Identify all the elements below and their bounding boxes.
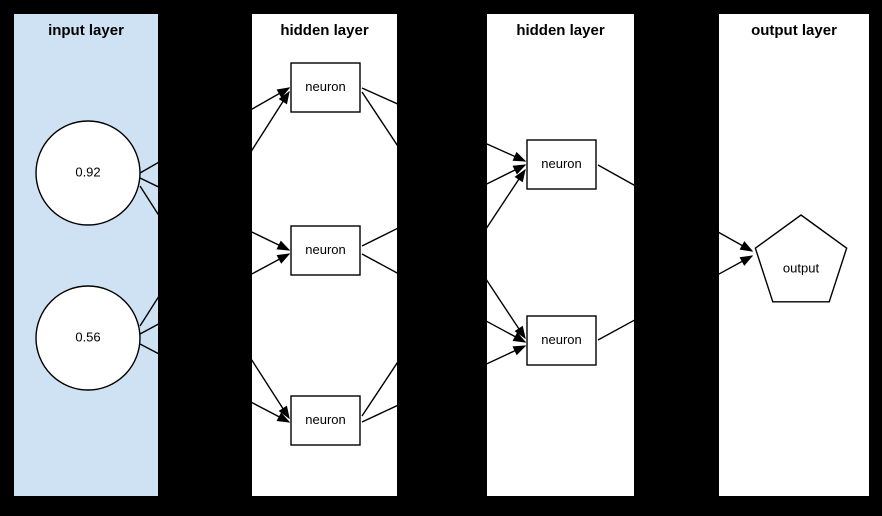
node-group-hidden-layer-1: neuron neuron neuron bbox=[290, 62, 361, 446]
edge-input.0-to-hidden1.0 bbox=[252, 87, 291, 110]
edge-hidden1.1-to-hidden2.0 bbox=[487, 164, 527, 185]
layer-panel-hidden-layer-2: hidden layer neuron neuron bbox=[487, 14, 634, 496]
edge-hidden1.2-to-hidden2.0 bbox=[487, 168, 526, 229]
layer-title-input-layer: input layer bbox=[48, 22, 124, 39]
layer-title-hidden-layer-2: hidden layer bbox=[516, 22, 605, 39]
node-group-output-layer: output bbox=[754, 214, 848, 303]
edge-input.1-to-hidden1.0 bbox=[139, 296, 158, 327]
edge-hidden1.2-to-hidden2.1 bbox=[487, 345, 527, 365]
edge-group-hidden-layer-2 bbox=[487, 143, 634, 365]
layer-panel-output-layer: output layer output bbox=[719, 14, 869, 496]
edge-group-hidden-layer-1 bbox=[252, 87, 397, 423]
node-label: neuron bbox=[305, 412, 345, 427]
node-group-input-layer: 0.92 0.56 bbox=[35, 120, 141, 391]
edge-group-output-layer bbox=[719, 231, 754, 275]
edge-input.0-to-hidden1.1 bbox=[139, 177, 158, 188]
node-label: neuron bbox=[541, 332, 581, 347]
edge-hidden1.1-to-hidden2.1 bbox=[361, 253, 397, 274]
layer-panel-input-layer: input layer 0.92 0.56 bbox=[14, 14, 158, 496]
node-label: neuron bbox=[305, 242, 345, 257]
edge-input.1-to-hidden1.0 bbox=[252, 90, 290, 152]
node-label: neuron bbox=[305, 79, 345, 94]
node-group-hidden-layer-2: neuron neuron bbox=[526, 139, 597, 366]
edge-hidden1.0-to-hidden2.1 bbox=[361, 91, 397, 147]
edge-input.1-to-hidden1.2 bbox=[252, 401, 291, 423]
edge-hidden1.0-to-hidden2.0 bbox=[361, 87, 397, 105]
edge-hidden1.1-to-hidden2.1 bbox=[487, 320, 527, 343]
edge-input.0-to-hidden1.0 bbox=[139, 161, 158, 174]
edge-hidden1.2-to-hidden2.1 bbox=[361, 404, 397, 423]
node-label: 0.92 bbox=[75, 164, 100, 179]
node-output-layer-0[interactable]: output bbox=[754, 214, 848, 303]
edge-input.0-to-hidden1.2 bbox=[252, 359, 290, 420]
node-hidden-layer-2-0[interactable]: neuron bbox=[526, 139, 597, 190]
edge-hidden2.1-to-output.0 bbox=[597, 319, 634, 341]
node-label: 0.56 bbox=[75, 329, 100, 344]
edge-hidden1.1-to-hidden2.0 bbox=[361, 227, 397, 247]
edge-input.0-to-hidden1.2 bbox=[139, 185, 158, 216]
edge-hidden1.2-to-hidden2.0 bbox=[361, 361, 397, 417]
layer-title-output-layer: output layer bbox=[751, 22, 837, 39]
edge-input.1-to-hidden1.1 bbox=[252, 253, 291, 275]
node-hidden-layer-1-0[interactable]: neuron bbox=[290, 62, 361, 113]
edge-input.0-to-hidden1.1 bbox=[252, 231, 291, 251]
edge-group-input-layer bbox=[139, 161, 158, 355]
edge-hidden1.0-to-hidden2.1 bbox=[487, 279, 526, 340]
node-hidden-layer-1-2[interactable]: neuron bbox=[290, 395, 361, 446]
edge-hidden2.0-to-output.0 bbox=[719, 231, 754, 252]
node-input-layer-1[interactable]: 0.56 bbox=[35, 285, 141, 391]
layer-panel-hidden-layer-1: hidden layer neuron neuron neuron bbox=[252, 14, 397, 496]
node-hidden-layer-1-1[interactable]: neuron bbox=[290, 225, 361, 276]
node-input-layer-0[interactable]: 0.92 bbox=[35, 120, 141, 226]
edge-input.1-to-hidden1.1 bbox=[139, 323, 158, 335]
node-label: output bbox=[783, 260, 820, 275]
layer-title-hidden-layer-1: hidden layer bbox=[280, 22, 369, 39]
edge-hidden1.0-to-hidden2.0 bbox=[487, 143, 527, 162]
node-label: neuron bbox=[541, 156, 581, 171]
edge-hidden2.1-to-output.0 bbox=[719, 255, 754, 275]
edge-hidden2.0-to-output.0 bbox=[597, 164, 634, 186]
node-hidden-layer-2-1[interactable]: neuron bbox=[526, 315, 597, 366]
edge-input.1-to-hidden1.2 bbox=[139, 343, 158, 355]
